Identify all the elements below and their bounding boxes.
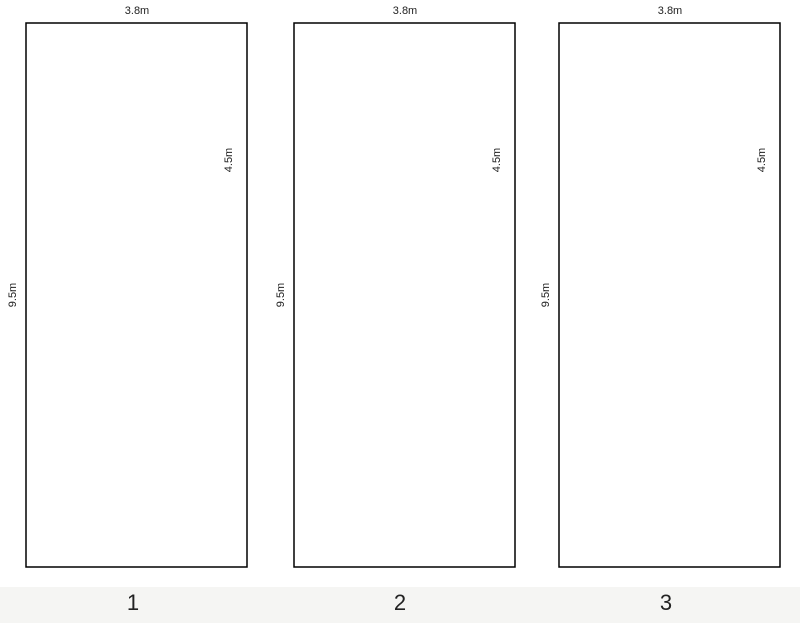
width-dimension: 3.8m bbox=[125, 5, 149, 17]
floor-plan-3: 3.8m 9.5m woonkamer 32m2 100m3 opgang tr… bbox=[540, 5, 781, 568]
width-dimension: 3.8m bbox=[658, 5, 682, 17]
outer-wall: woonkamer 32m2 100m3 opgang trap kookpla… bbox=[293, 22, 516, 568]
caption-band bbox=[0, 587, 800, 623]
length-dimension: 9.5m bbox=[7, 283, 19, 307]
floor-plan-2: 3.8m 9.5m woonkamer 32m2 100m3 opgang tr… bbox=[275, 5, 516, 568]
living-depth-dimension: 4.5m bbox=[491, 147, 503, 173]
length-dimension: 9.5m bbox=[540, 283, 552, 307]
outer-wall: woonkamer 32m2 100m3 opgang trap kookpla… bbox=[25, 22, 248, 568]
outer-wall: woonkamer 32m2 100m3 opgang trap kookpla… bbox=[558, 22, 781, 568]
plan-number: 2 bbox=[393, 590, 407, 615]
living-depth-dimension: 4.5m bbox=[756, 147, 768, 173]
floor-plan-1: 3.8m 9.5m woonkamer 32m2 100m3 opgang tr… bbox=[7, 5, 248, 568]
length-dimension: 9.5m bbox=[275, 283, 287, 307]
plan-number: 1 bbox=[126, 590, 140, 615]
width-dimension: 3.8m bbox=[393, 5, 417, 17]
plan-number: 3 bbox=[659, 590, 673, 615]
living-depth-dimension: 4.5m bbox=[223, 147, 235, 173]
